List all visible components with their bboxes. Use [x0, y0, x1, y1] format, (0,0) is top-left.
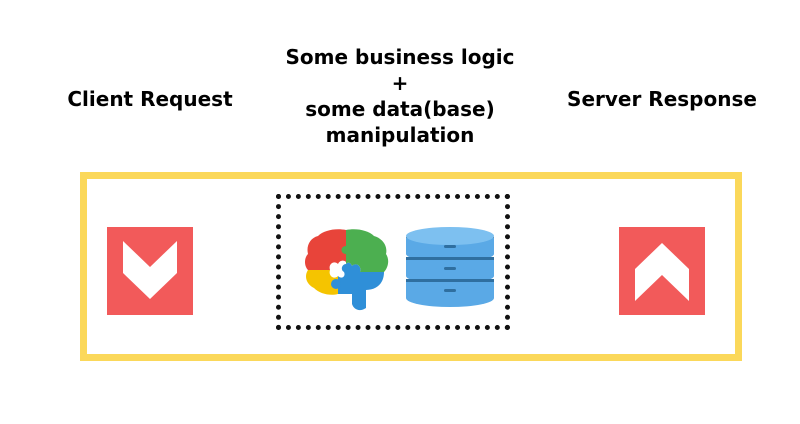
- puzzle-blue-piece: [338, 262, 384, 311]
- business-logic-line-1: Some business logic: [285, 45, 515, 69]
- puzzle-brain-icon: [305, 229, 389, 311]
- db-dot-3: [444, 289, 456, 292]
- business-logic-line-2: +: [391, 71, 409, 95]
- processing-box: [276, 194, 510, 330]
- business-logic-label: Some business logic + some data(base) ma…: [270, 44, 530, 148]
- database-icon: [406, 227, 494, 307]
- chevron-up-icon: [619, 227, 705, 315]
- puzzle-red-piece: [305, 229, 346, 270]
- db-top: [406, 227, 494, 245]
- business-logic-line-3: some data(base): [305, 97, 495, 121]
- server-frame: [80, 172, 742, 361]
- client-request-label: Client Request: [67, 87, 233, 111]
- puzzle-yellow-piece: [306, 270, 338, 295]
- chevron-down-icon: [107, 227, 193, 315]
- db-gap-2: [406, 279, 494, 282]
- db-gap-1: [406, 257, 494, 260]
- business-logic-line-4: manipulation: [325, 123, 475, 147]
- db-layer-3-bottom: [406, 289, 494, 307]
- chevron-down-shape: [123, 241, 177, 299]
- puzzle-knob: [331, 279, 341, 289]
- db-dot-1: [444, 245, 456, 248]
- db-dot-2: [444, 267, 456, 270]
- chevron-up-shape: [635, 243, 689, 301]
- server-response-label: Server Response: [567, 87, 757, 111]
- puzzle-green-piece: [341, 229, 389, 272]
